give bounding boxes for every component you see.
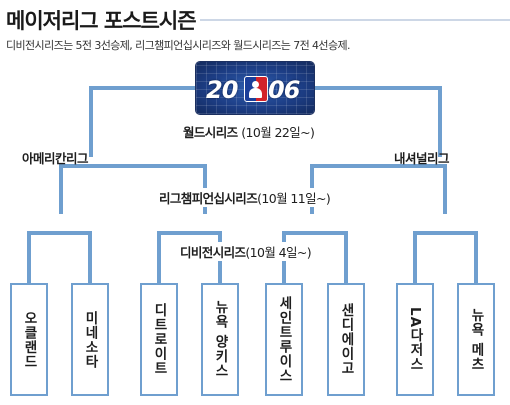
team-name: 뉴욕 양키스 (212, 300, 228, 379)
team-box: 미네소타 (71, 283, 109, 396)
lcs-label: 리그챔피언십시리즈(10월 11일~) (157, 188, 333, 207)
lcs-name: 리그챔피언십시리즈 (159, 191, 258, 206)
team-name: LA다저스 (407, 307, 423, 372)
world-series-name: 월드시리즈 (183, 125, 238, 140)
american-league-label: 아메리칸리그 (22, 151, 89, 166)
logo-year-left: 20 (206, 76, 238, 104)
team-box: 뉴욕 양키스 (201, 283, 239, 396)
national-league-label: 내셔널리그 (394, 151, 450, 166)
team-box: LA다저스 (396, 283, 434, 396)
team-box: 뉴욕 메츠 (457, 283, 495, 396)
mlb-logo-batter (249, 88, 262, 98)
division-series-name: 디비전시리즈 (180, 245, 246, 260)
world-series-label: 월드시리즈 (10월 22일~) (181, 122, 317, 141)
logo-year-right: 06 (268, 76, 300, 104)
team-box: 세인트루이스 (265, 283, 303, 396)
mlb-logo-icon (244, 76, 268, 102)
world-series-date: (10월 22일~) (241, 125, 315, 140)
division-series-label: 디비전시리즈(10월 4일~) (178, 242, 314, 261)
team-name: 샌디에이고 (338, 303, 354, 376)
team-name: 디트로이트 (151, 303, 167, 376)
team-name: 세인트루이스 (276, 296, 292, 383)
page-title: 메이저리그 포스트시즌 (6, 9, 197, 33)
title-underline (200, 19, 510, 21)
world-series-logo: 20 06 (196, 62, 314, 114)
team-name: 오클랜드 (21, 310, 37, 369)
team-box: 오클랜드 (10, 283, 48, 396)
lcs-date: (10월 11일~) (257, 191, 331, 206)
team-box: 디트로이트 (140, 283, 178, 396)
mlb-logo-ball (252, 81, 259, 88)
page-subtitle: 디비전시리즈는 5전 3선승제, 리그챔피언십시리즈와 월드시리즈는 7전 4선… (6, 39, 350, 52)
team-name: 미네소타 (82, 310, 98, 369)
team-box: 샌디에이고 (327, 283, 365, 396)
division-series-date: (10월 4일~) (245, 245, 312, 260)
team-name: 뉴욕 메츠 (468, 307, 484, 372)
